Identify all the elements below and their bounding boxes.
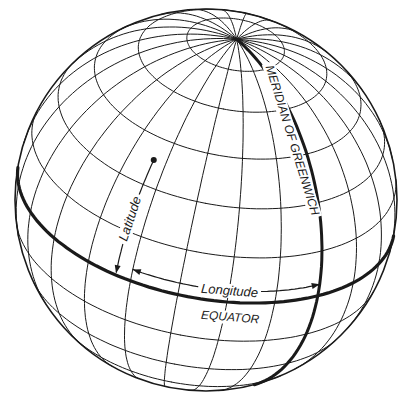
arrow-head	[311, 283, 319, 289]
parallel-line	[58, 62, 385, 209]
meridian-line	[164, 39, 236, 386]
meridian-line	[237, 39, 364, 92]
parallel-line	[72, 336, 281, 387]
equator-line	[18, 168, 394, 303]
parallel-line	[94, 26, 361, 160]
meridian-line	[237, 39, 395, 252]
arrow-head	[115, 265, 121, 273]
parallel-line	[32, 111, 396, 258]
meridian-line	[237, 39, 382, 328]
greenwich-meridian	[237, 39, 322, 385]
meridian-line	[237, 35, 327, 53]
arrow-head	[133, 269, 142, 275]
location-dot	[151, 157, 157, 163]
meridian-line	[28, 39, 237, 304]
latitude-arrow	[116, 160, 153, 272]
parallel-line	[138, 9, 326, 112]
meridian-line	[237, 39, 393, 159]
meridian-line	[191, 39, 243, 390]
meridian-line	[125, 39, 237, 378]
meridian-line	[237, 13, 247, 39]
meridian-line	[237, 28, 298, 39]
globe-outline	[15, 9, 397, 391]
